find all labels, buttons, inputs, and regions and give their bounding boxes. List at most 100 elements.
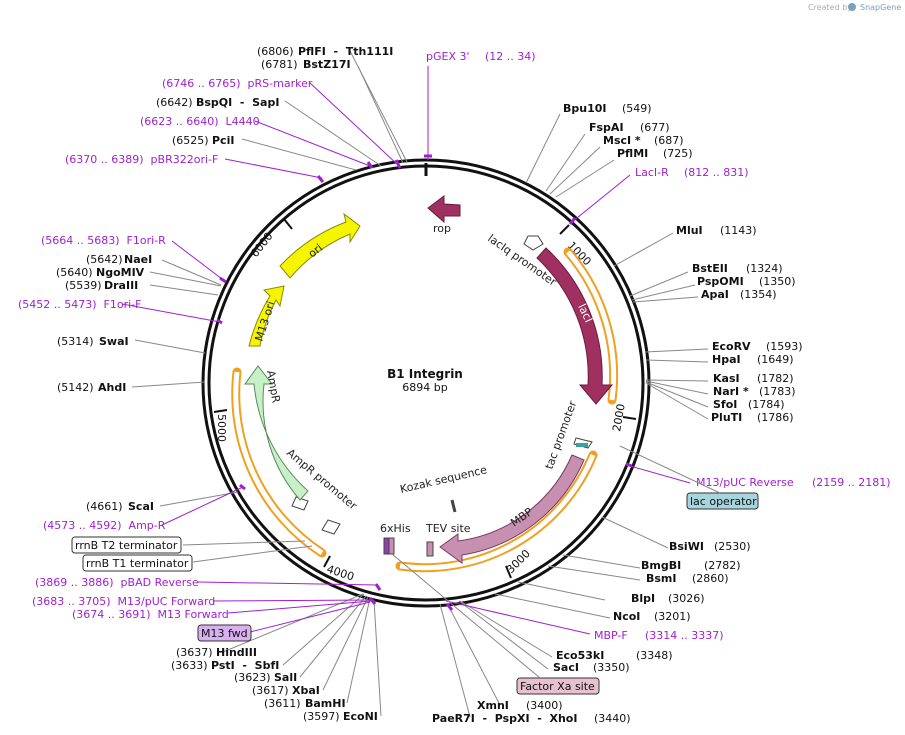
enzyme-bpu10i[interactable]: Bpu10I [563,102,607,115]
primer-m13puc-reverse[interactable]: M13/pUC Reverse [696,476,794,489]
enzyme-apai-pos: (1354) [740,288,777,301]
enzyme-bsteii[interactable]: BstEII [692,262,728,275]
enzyme-sali-pos: (3623) [234,671,271,684]
enzyme-bsmi[interactable]: BsmI [646,572,677,585]
primer-pbr322ori-f[interactable]: (6370 .. 6389) pBR322ori-F [65,153,218,166]
enzyme-nari-pos: (1783) [759,385,796,398]
primer-pbad-reverse[interactable]: (3869 .. 3886) pBAD Reverse [35,576,199,589]
primer-amp-r[interactable]: (4573 .. 4592) Amp-R [43,519,166,532]
primer-mbp-f[interactable]: MBP-F [594,629,628,642]
enzyme-bmgbi[interactable]: BmgBI [641,559,681,572]
lacIq-promoter-arrow[interactable] [523,235,544,251]
enzyme-ecorv[interactable]: EcoRV [712,340,751,353]
enzyme-pcii[interactable]: PciI [212,134,234,147]
enzyme-pflfi-pos: (6806) [257,45,294,58]
enzyme-xmni[interactable]: XmnI [477,699,509,712]
tev-site-mark[interactable] [426,541,434,557]
enzyme-psti-pos: (3633) [171,659,208,672]
enzyme-bspqi-pos: (6642) [156,96,193,109]
ampR-promoter-arrow[interactable] [291,496,309,511]
enzyme-apai[interactable]: ApaI [701,288,729,301]
6xhis-mark[interactable] [383,537,390,555]
enzyme-hindiii-pos: (3637) [176,646,213,659]
enzyme-hindiii[interactable]: HindIII [216,646,257,659]
enzyme-econi[interactable]: EcoNI [343,710,378,723]
enzyme-sfoi[interactable]: SfoI [713,398,737,411]
primer-prs-marker[interactable]: (6746 .. 6765) pRS-marker [162,77,313,90]
primer-l4440[interactable]: (6623 .. 6640) L4440 [140,115,260,128]
enzyme-ngomiv[interactable]: NgoMIV [96,266,145,279]
enzyme-pluti[interactable]: PluTI [711,411,742,424]
kozak-mark[interactable] [450,499,457,513]
enzyme-bspqi-sapi[interactable]: BspQI - SapI [196,96,279,109]
primer-f1ori-r[interactable]: (5664 .. 5683) F1ori-R [41,234,166,247]
enzyme-scai[interactable]: ScaI [128,500,154,513]
enzyme-bsteii-pos: (1324) [746,262,783,275]
rop-arrow[interactable] [427,195,461,224]
enzyme-ahdi[interactable]: AhdI [98,381,126,394]
enzyme-pflfi-tth111i[interactable]: PflFI - Tth111I [298,45,393,58]
enzyme-bstz17i[interactable]: BstZ17I [303,58,351,71]
enzyme-msci-pos: (687) [654,134,684,147]
tev-site-label: TEV site [425,522,471,535]
enzyme-bamhi[interactable]: BamHI [305,697,346,710]
primer-pgex3[interactable]: pGEX 3' [426,50,470,63]
rrnb-t1-box[interactable]: rrnB T1 terminator [82,554,193,572]
enzyme-kasi-pos: (1782) [757,372,794,385]
mbp-arrow[interactable] [439,454,585,564]
enzyme-eco53ki[interactable]: Eco53kI [556,649,604,662]
rrnb-t1-text: rrnB T1 terminator [86,557,189,570]
enzyme-sfoi-pos: (1784) [748,398,785,411]
lac-operator-box[interactable]: lac operator [686,492,759,510]
ori-arrow[interactable] [279,212,361,279]
enzyme-mlui[interactable]: MluI [676,224,703,237]
enzyme-paer7i-pspxi-xhoi[interactable]: PaeR7I - PspXI - XhoI [432,712,577,725]
primer-m13-forward[interactable]: (3674 .. 3691) M13 Forward [72,608,229,621]
lacI-arrow[interactable] [536,247,614,405]
enzyme-naei[interactable]: NaeI [124,253,152,266]
primer-m13puc-forward[interactable]: (3683 .. 3705) M13/pUC Forward [32,595,215,608]
primer-f1ori-f[interactable]: (5452 .. 5473) F1ori-F [18,298,141,311]
rrnb-t2-box[interactable]: rrnB T2 terminator [71,536,182,554]
enzyme-pcii-pos: (6525) [172,134,209,147]
mbp-highlight-inner [399,454,596,571]
primer-marks [216,154,633,611]
rrnb-t2-text: rrnB T2 terminator [75,539,178,552]
enzyme-fspai[interactable]: FspAI [589,121,624,134]
enzyme-kasi[interactable]: KasI [713,372,740,385]
enzyme-msci[interactable]: MscI * [603,134,641,147]
tick-label-2000: 2000 [610,403,628,433]
enzyme-nari[interactable]: NarI * [713,385,749,398]
factor-xa-leader [391,553,541,679]
enzyme-swai[interactable]: SwaI [99,335,129,348]
primer-laci-r[interactable]: LacI-R [635,166,669,179]
factor-xa-mark[interactable] [388,537,395,555]
enzyme-bsiwi[interactable]: BsiWI [669,540,704,553]
enzyme-hpai[interactable]: HpaI [712,353,741,366]
enzyme-ncoi[interactable]: NcoI [613,610,640,623]
m13-fwd-box[interactable]: M13 fwd [197,624,252,642]
enzyme-pspomi[interactable]: PspOMI [697,275,744,288]
factor-xa-box[interactable]: Factor Xa site [516,677,600,695]
enzyme-xbai[interactable]: XbaI [292,684,320,697]
enzyme-draiii[interactable]: DraIII [104,279,138,292]
enzyme-pflmi-pos: (725) [663,147,693,160]
ampR-highlight-inner [233,371,324,556]
enzyme-blpi[interactable]: BlpI [631,592,655,605]
enzyme-saci[interactable]: SacI [553,661,579,674]
enzyme-psti-sbfi[interactable]: PstI - SbfI [211,659,279,672]
m13-ori-arrow[interactable] [248,285,285,347]
enzyme-naei-pos: (5642) [86,253,123,266]
enzyme-sali[interactable]: SalI [274,671,297,684]
enzyme-econi-pos: (3597) [303,710,340,723]
m13-ori-label: M13 ori [252,300,277,343]
tick-marks [213,218,637,579]
ampR-arrow[interactable] [244,365,309,501]
primer-lines-right [427,66,691,635]
enzyme-ahdi-pos: (5142) [57,381,94,394]
enzyme-xmni-pos: (3400) [526,699,563,712]
leader-lines-right [439,113,709,718]
tick-label-4000: 4000 [325,562,356,583]
ampR-promoter-arrow-2[interactable] [321,519,341,535]
enzyme-pflmi[interactable]: PflMI [617,147,648,160]
